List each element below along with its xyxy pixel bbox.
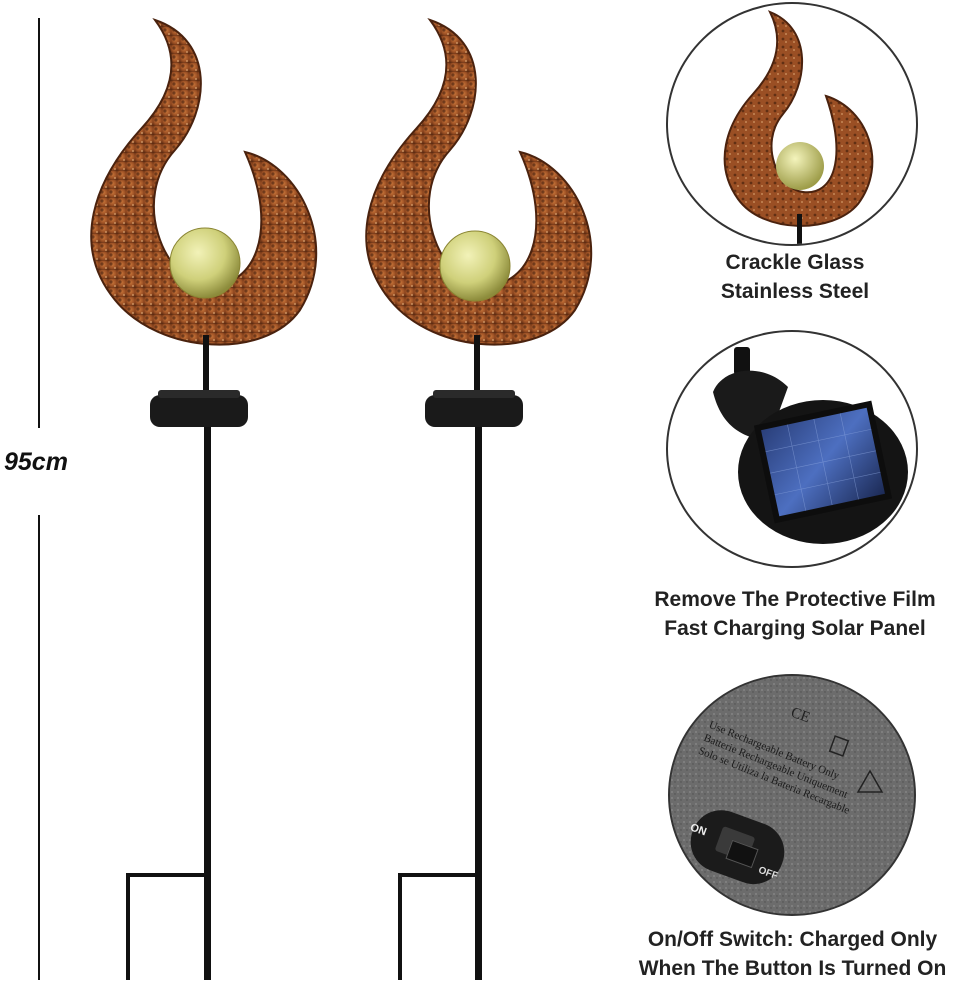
caption-line: Remove The Protective Film	[654, 588, 936, 611]
detail-circle-crackle-glass	[666, 2, 918, 246]
battery-underside-image: CE	[670, 676, 914, 914]
caption-line: Crackle Glass	[725, 251, 865, 274]
detail-circle-solar-panel	[666, 330, 918, 568]
height-measure-line-top	[38, 18, 40, 428]
caption-line: Stainless Steel	[720, 280, 870, 303]
flame-closeup-image	[723, 10, 874, 244]
flame-light-1	[90, 18, 318, 980]
height-label: 95cm	[4, 448, 68, 476]
detail-circle-on-off-switch: CE Use Rechargeable Battery Only Batteri…	[668, 674, 916, 916]
flame-light-2	[365, 18, 593, 980]
solar-panel-image	[713, 347, 908, 544]
caption-line: On/Off Switch: Charged Only	[647, 928, 938, 951]
recycle-bin-icon	[828, 735, 850, 757]
caption-line: When The Button Is Turned On	[638, 957, 947, 980]
ce-mark-icon: CE	[789, 705, 812, 727]
product-image-flame-lights	[90, 18, 593, 980]
height-measure-line-bottom	[38, 515, 40, 980]
caption-crackle-glass: Crackle Glass Stainless Steel	[640, 248, 950, 306]
caption-on-off-switch: On/Off Switch: Charged Only When The But…	[605, 925, 980, 983]
caption-line: Fast Charging Solar Panel	[664, 617, 926, 640]
caption-solar-panel: Remove The Protective Film Fast Charging…	[610, 585, 980, 643]
recycle-triangle-icon	[856, 769, 884, 793]
